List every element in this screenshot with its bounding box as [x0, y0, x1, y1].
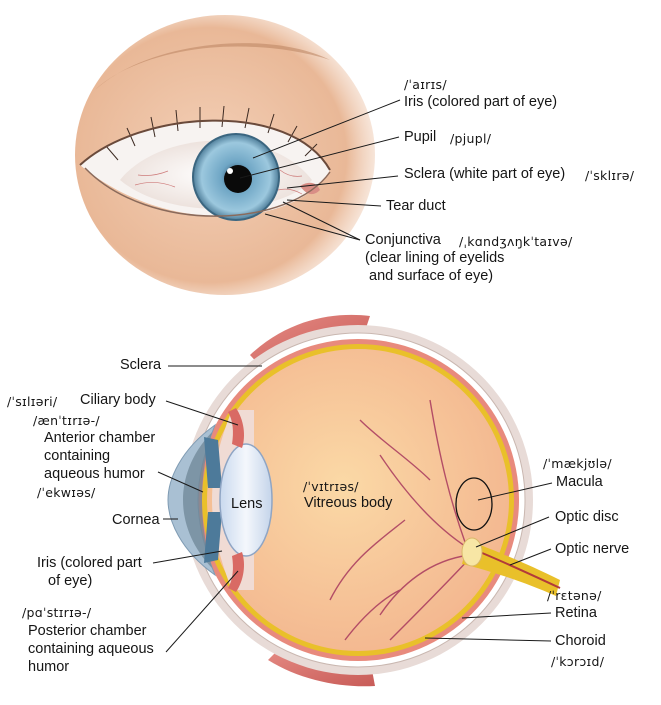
eye-cross-section [167, 314, 561, 687]
choroid-label: Choroid [555, 633, 606, 649]
conjunctiva-label: Conjunctiva [365, 232, 441, 248]
cornea-label: Cornea [112, 512, 160, 528]
pupil-pronunciation: /pjupl/ [450, 131, 492, 146]
bottom-leader-lines [152, 365, 553, 653]
posterior-pronunciation: /pɑˈstɪrɪə-/ [22, 605, 92, 620]
anterior-chamber-label-3: aqueous humor [44, 466, 145, 482]
posterior-chamber-label-3: humor [28, 659, 70, 675]
vitreous-pronunciation: /ˈvɪtrɪəs/ [303, 479, 359, 494]
iris-section-label-1: Iris (colored part [37, 555, 142, 571]
sclera-pronunciation: /ˈsklɪrə/ [585, 168, 635, 183]
iris-label: Iris (colored part of eye) [404, 94, 558, 110]
posterior-chamber-label-2: containing aqueous [28, 641, 154, 657]
macula-label: Macula [556, 474, 603, 490]
vitreous-body-label: Vitreous body [304, 495, 393, 511]
ciliary-pronunciation: /ˈsɪlɪəri/ [7, 394, 58, 409]
sclera-section-label: Sclera [120, 357, 162, 373]
aqueous-pronunciation: /ˈekwɪəs/ [37, 485, 96, 500]
external-eye [75, 15, 375, 295]
macula-pronunciation: /ˈmækjʊlə/ [543, 456, 612, 471]
optic-disc-label: Optic disc [555, 509, 619, 525]
retina-pronunciation: /ˈrɛtənə/ [547, 588, 602, 603]
sclera-label: Sclera (white part of eye) [404, 166, 566, 182]
ciliary-body-label: Ciliary body [80, 392, 156, 408]
anterior-pronunciation: /ænˈtɪrɪə-/ [33, 413, 100, 428]
conjunctiva-description-1: (clear lining of eyelids [365, 250, 505, 266]
retina-label: Retina [555, 605, 597, 621]
lens-label: Lens [231, 496, 263, 512]
anterior-chamber-label-1: Anterior chamber [44, 430, 156, 446]
choroid-pronunciation: /ˈkɔrɔɪd/ [551, 654, 605, 669]
conjunctiva-pronunciation: /ˌkɑndʒʌŋkˈtaɪvə/ [459, 234, 573, 249]
tear-duct-label: Tear duct [386, 198, 446, 214]
posterior-chamber-label-1: Posterior chamber [28, 623, 147, 639]
optic-nerve-label: Optic nerve [555, 541, 630, 557]
iris-pronunciation: /ˈaɪrɪs/ [404, 77, 447, 92]
top-leader-lines [239, 99, 401, 241]
conjunctiva-description-2: and surface of eye) [369, 268, 494, 284]
anterior-chamber-label-2: containing [44, 448, 111, 464]
iris-section-label-2: of eye) [48, 573, 93, 589]
pupil-label: Pupil [404, 129, 437, 145]
